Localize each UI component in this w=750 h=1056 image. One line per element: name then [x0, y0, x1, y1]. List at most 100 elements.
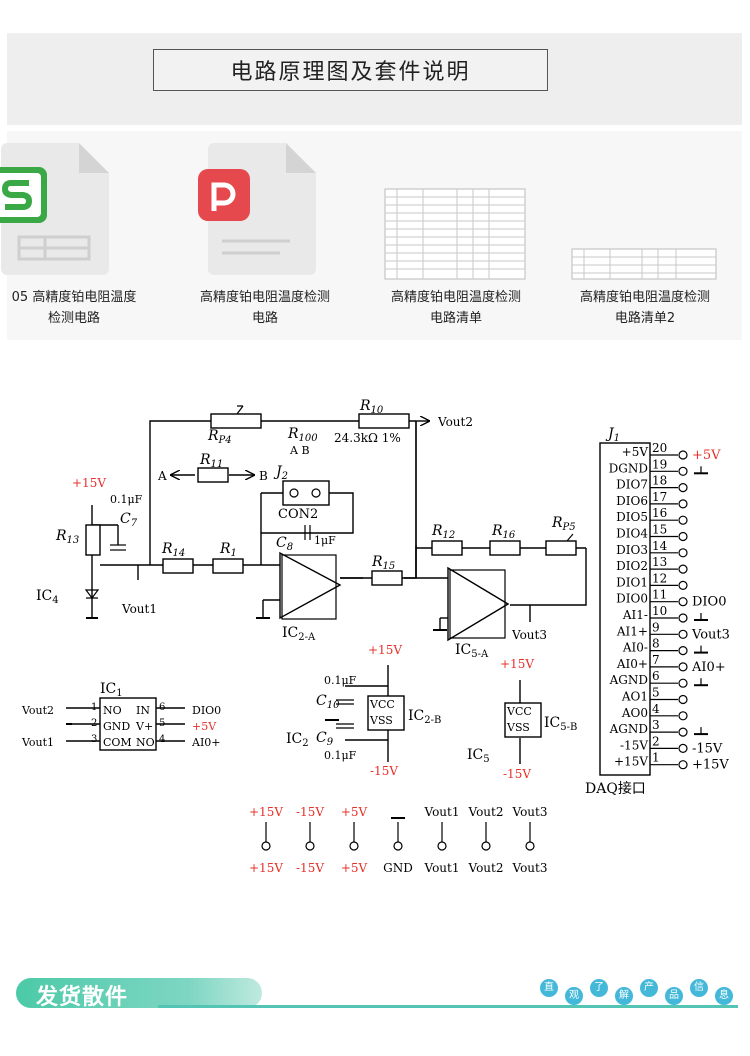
resistor-r1 — [212, 558, 244, 574]
terminal-top-label: Vout3 — [512, 805, 548, 819]
attachment-name-2: 电路清单 — [429, 311, 482, 326]
daq-pin-terminal — [678, 515, 688, 525]
daq-pin-number: 18 — [652, 474, 667, 488]
daq-net-label: +15V — [692, 758, 729, 773]
daq-pin-number: 8 — [652, 637, 660, 651]
daq-pin-number: 4 — [652, 702, 660, 716]
table-thumbnail-icon — [384, 188, 526, 280]
daq-pin-number: 9 — [652, 620, 660, 634]
daq-pin-terminal — [678, 727, 688, 737]
attachment-list[interactable]: 高精度铂电阻温度检测 电路清单 — [361, 131, 551, 326]
terminal-post — [349, 841, 359, 851]
svg-text:J1: J1 — [605, 426, 620, 444]
terminal-bottom-label: Vout1 — [424, 861, 460, 875]
tagline-char: 了 — [590, 979, 608, 997]
attachment-list-2[interactable]: 高精度铂电阻温度检测 电路清单2 — [550, 131, 740, 326]
daq-net-label: Vout3 — [691, 627, 730, 642]
resistor-rp4 — [210, 413, 262, 429]
tagline-char: 息 — [715, 987, 733, 1005]
daq-pin-name: AGND — [609, 722, 648, 736]
svg-text:VSS: VSS — [369, 714, 393, 727]
resistor-r16 — [489, 540, 521, 556]
svg-text:IC2-B: IC2-B — [408, 708, 441, 726]
daq-pin-terminal — [678, 613, 688, 623]
ic1-net-label: Vout1 — [21, 736, 54, 749]
tagline-char: 观 — [565, 987, 583, 1005]
svg-text:A: A — [157, 469, 167, 483]
svg-text:VCC: VCC — [369, 698, 395, 711]
ic1-pin-name: NO — [103, 704, 122, 717]
svg-text:Vout3: Vout3 — [511, 628, 547, 642]
attachment-name-2: 电路清单2 — [614, 311, 676, 326]
footer-pill — [16, 978, 262, 1008]
daq-pin-name: DIO0 — [616, 592, 648, 606]
daq-pin-number: 12 — [652, 571, 667, 585]
daq-pin-terminal — [678, 580, 688, 591]
ic1-pin-number: 1 — [91, 702, 97, 713]
daq-pin-terminal — [678, 743, 688, 754]
ic1-net-label: AI0+ — [191, 736, 221, 749]
spreadsheet-file-icon — [0, 143, 109, 275]
daq-pin-number: 11 — [652, 588, 667, 602]
daq-pin-name: DIO4 — [616, 527, 648, 541]
daq-pin-terminal — [678, 450, 688, 460]
attachment-name-2: 检测电路 — [47, 311, 100, 326]
daq-pin-number: 7 — [652, 653, 660, 667]
tagline-char: 品 — [665, 987, 683, 1005]
daq-pin-number: 10 — [652, 604, 667, 618]
svg-text:IC5-A: IC5-A — [455, 642, 489, 660]
attachment-pdf[interactable]: 高精度铂电阻温度检测 电路 — [170, 131, 360, 326]
svg-text:+15V: +15V — [72, 476, 106, 490]
svg-text:IC4: IC4 — [36, 588, 59, 606]
tagline-char: 直 — [540, 979, 558, 997]
daq-pin-number: 3 — [652, 718, 660, 732]
attachment-spreadsheet[interactable]: 05 高精度铂电阻温度 检测电路 — [0, 131, 169, 326]
daq-net-label: DIO0 — [692, 595, 727, 610]
attachment-name: 高精度铂电阻温度检测 — [199, 290, 330, 305]
ic1-pin-number: 2 — [91, 718, 97, 729]
connector-j1 — [599, 442, 651, 776]
daq-pin-terminal — [678, 760, 688, 770]
svg-text:IC1: IC1 — [100, 681, 123, 699]
resistor-r11 — [197, 467, 229, 483]
ic1-net-label: Vout2 — [21, 704, 54, 717]
daq-pin-terminal — [678, 629, 688, 639]
ic1-pin-name: COM — [103, 736, 132, 749]
daq-pin-terminal — [678, 711, 688, 721]
opamp-ic2a — [279, 551, 342, 620]
daq-pin-number: 14 — [652, 539, 668, 553]
daq-pin-terminal — [678, 483, 688, 493]
ic1-net-label: +5V — [192, 720, 217, 733]
daq-pin-name: DGND — [609, 461, 648, 475]
pdf-file-icon — [198, 143, 316, 275]
svg-text:IC5: IC5 — [467, 747, 490, 765]
svg-text:VSS: VSS — [506, 721, 530, 734]
daq-pin-name: AO1 — [621, 690, 648, 704]
terminal-bottom-label: GND — [383, 861, 413, 875]
daq-pin-name: DIO7 — [616, 478, 648, 492]
svg-text:B: B — [259, 469, 268, 483]
svg-text:-15V: -15V — [503, 767, 531, 781]
attachments-panel: 05 高精度铂电阻温度 检测电路 高精度铂电阻温度检测 电路 — [0, 131, 742, 340]
svg-text:J2: J2 — [273, 464, 288, 482]
terminal-bottom-label: Vout3 — [512, 861, 548, 875]
tagline-char: 产 — [640, 979, 658, 997]
terminal-top-label: +15V — [249, 805, 283, 819]
daq-pin-terminal — [678, 499, 688, 509]
svg-text:A B: A B — [289, 444, 310, 457]
terminal-top-label: -15V — [296, 805, 324, 819]
ic1-pin-name: V+ — [135, 720, 153, 733]
circuit-schematic: RP4 R10 24.3kΩ 1% R100 Vout2 A B R11 A B… — [21, 398, 730, 875]
terminal-top-label: +5V — [341, 805, 368, 819]
daq-pin-name: -15V — [620, 738, 648, 752]
daq-pin-number: 17 — [652, 490, 667, 504]
terminal-post — [525, 841, 535, 851]
svg-text:R15: R15 — [371, 554, 395, 572]
daq-pin-name: DIO1 — [616, 575, 648, 589]
svg-text:R13: R13 — [55, 528, 79, 546]
daq-pin-terminal — [678, 597, 688, 607]
svg-text:IC5-B: IC5-B — [544, 715, 577, 733]
daq-net-label: AI0+ — [691, 660, 726, 675]
resistor-r12 — [431, 540, 463, 556]
daq-pin-name: AI1- — [622, 608, 648, 622]
